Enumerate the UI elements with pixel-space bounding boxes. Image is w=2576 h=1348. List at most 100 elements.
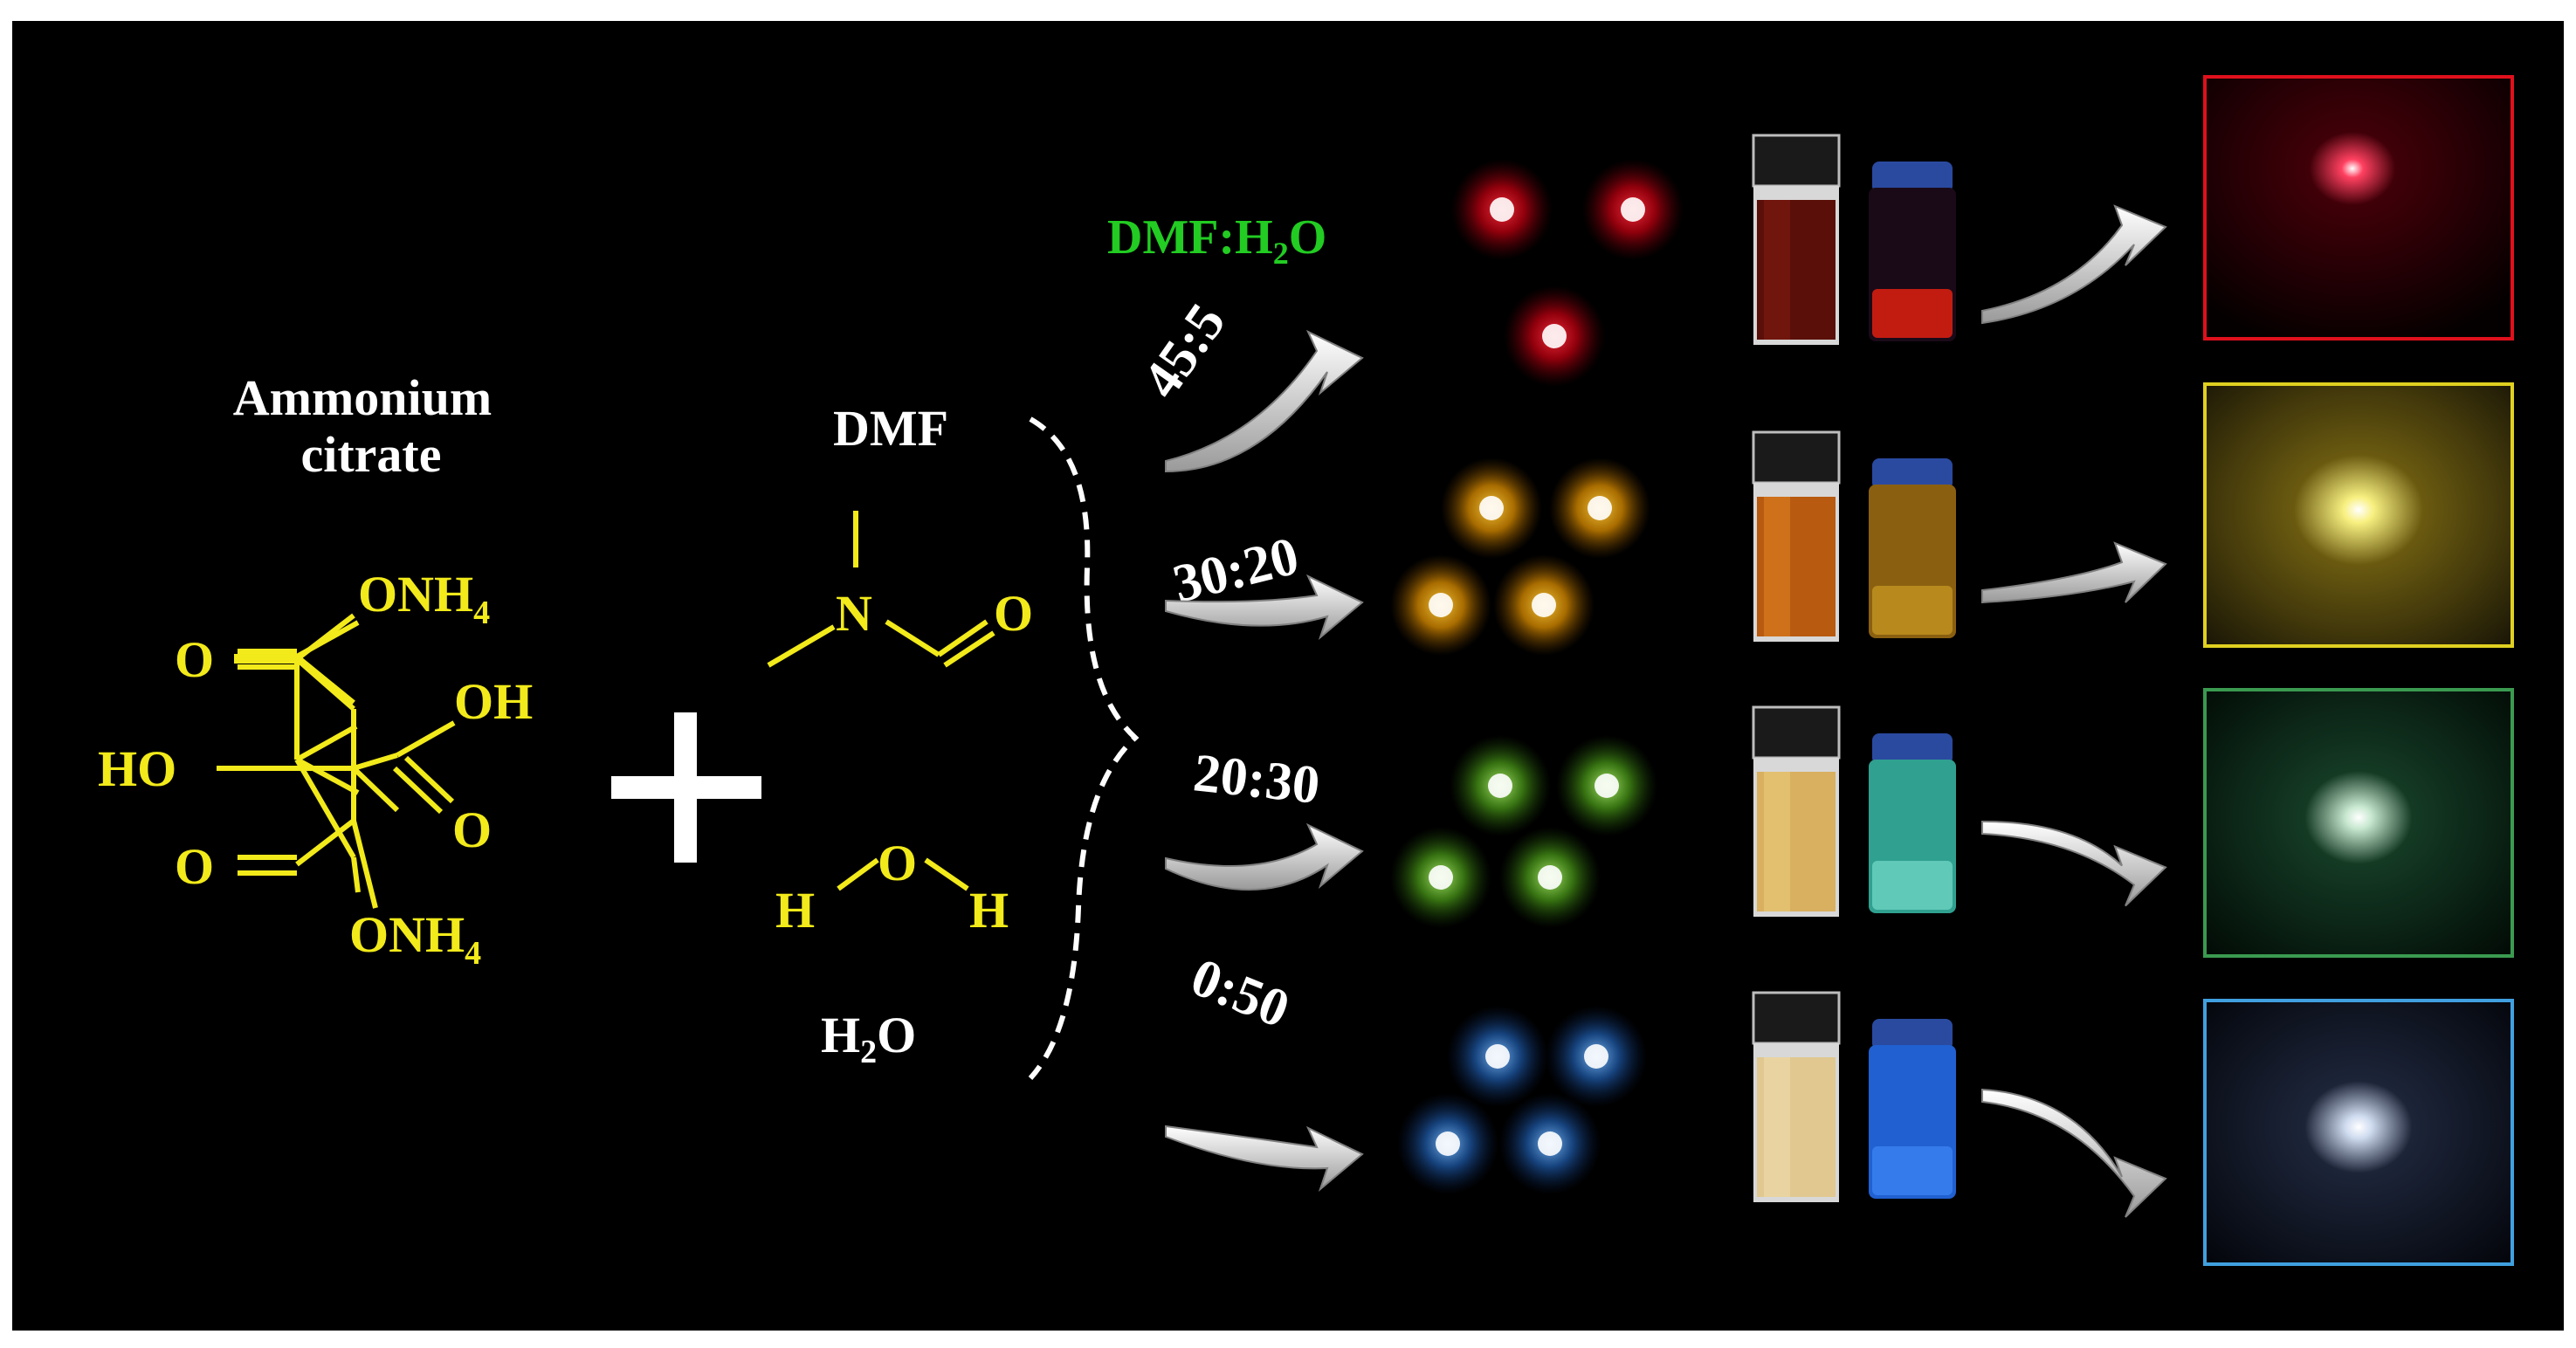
citrate-bonds <box>217 613 456 909</box>
vial-daylight <box>1752 134 1841 345</box>
led-photo <box>2203 688 2514 958</box>
water-label-o: O <box>877 1007 916 1063</box>
uv-vial-glow <box>1872 586 1953 635</box>
atom-ho: HO <box>98 740 176 797</box>
water-o: O <box>878 835 917 891</box>
water-label: H2O <box>821 1007 916 1070</box>
glowing-dot-core <box>1538 865 1562 890</box>
process-arrow <box>1165 822 1364 891</box>
process-arrow <box>1165 1124 1364 1193</box>
vial-daylight <box>1752 991 1841 1202</box>
ratio-row-2: 30:20 <box>1165 382 2514 656</box>
glowing-dot-core <box>1542 324 1567 348</box>
vial-uv <box>1869 1019 1956 1199</box>
glowing-dot-core <box>1490 197 1514 222</box>
citrate-structure <box>234 620 361 893</box>
process-arrow <box>1165 574 1364 641</box>
bond <box>295 757 360 795</box>
uv-vial-cap <box>1872 458 1953 490</box>
ratio-title: DMF:H2O <box>1107 210 1326 271</box>
led-photo <box>2203 382 2514 648</box>
result-arrow <box>1981 1088 2167 1218</box>
atom-o-mid: O <box>452 801 492 858</box>
atom-onh-top-sub: 4 <box>473 595 490 631</box>
led-photo <box>2203 999 2514 1266</box>
led-photo-frame <box>2203 382 2514 648</box>
water-h-left: H <box>775 882 815 939</box>
glowing-dot-core <box>1479 496 1504 520</box>
water-structure <box>837 857 969 891</box>
led-photo-frame <box>2203 999 2514 1266</box>
vial-cap <box>1752 705 1841 760</box>
dmf-structure <box>767 511 995 668</box>
bond <box>294 758 356 859</box>
ratio-title-sub: 2 <box>1273 236 1289 271</box>
result-arrow <box>1981 204 2167 325</box>
result-arrow <box>1981 820 2167 907</box>
result-arrow <box>1981 541 2167 604</box>
ratio-title-suffix: O <box>1289 210 1327 265</box>
glowing-dot-core <box>1436 1131 1460 1156</box>
atom-oh: OH <box>454 673 533 730</box>
ratio-row-1: 45:5 <box>1132 75 2514 473</box>
uv-vial-cap <box>1872 733 1953 765</box>
led-photo <box>2203 75 2514 340</box>
citrate-atoms: O ONH4 OH HO O O ONH4 <box>98 566 533 972</box>
reactant-name-line1: Ammonium <box>233 369 492 426</box>
led-photo-frame <box>2203 75 2514 340</box>
dmf-n: N <box>836 585 872 642</box>
vial-daylight <box>1752 705 1841 917</box>
vial-liquid-highlight <box>1764 1057 1790 1197</box>
bond <box>351 856 361 893</box>
vial-uv <box>1869 458 1956 638</box>
atom-o-bottom: O <box>175 838 214 895</box>
led-photo-image <box>2205 384 2512 646</box>
reactant-name-line2: citrate <box>301 426 442 483</box>
atom-onh-bottom-sub: 4 <box>465 935 481 972</box>
uv-vial-cap <box>1872 1019 1953 1050</box>
led-photo-image <box>2205 1001 2512 1264</box>
uv-vial-cap <box>1872 162 1953 193</box>
bond <box>295 724 358 762</box>
glowing-dot-core <box>1621 197 1645 222</box>
vial-liquid-highlight <box>1764 772 1790 911</box>
plus-sign <box>611 712 761 863</box>
ratio-rows: 45:530:20 20:30 0:50 <box>1132 75 2514 1266</box>
atom-onh-top: ONH <box>358 566 473 622</box>
led-photo-image <box>2205 77 2512 339</box>
water-h-right: H <box>969 882 1009 939</box>
atom-o-top: O <box>175 631 214 688</box>
glowing-dot-core <box>1429 593 1453 617</box>
vial-uv <box>1869 162 1956 341</box>
dmf-label: DMF <box>833 400 948 457</box>
water-label-sub: 2 <box>860 1034 877 1070</box>
atom-onh4-bottom: ONH4 <box>349 906 481 972</box>
vial-uv <box>1869 733 1956 913</box>
atom-onh4-top: ONH4 <box>358 566 490 631</box>
glowing-dot-core <box>1588 496 1612 520</box>
vial-cap <box>1752 134 1841 188</box>
uv-vial-glow <box>1872 861 1953 910</box>
uv-vial-glow <box>1872 289 1953 338</box>
glowing-dot-core <box>1538 1131 1562 1156</box>
led-photo-frame <box>2203 688 2514 958</box>
vial-cap <box>1752 430 1841 485</box>
water-label-h: H <box>821 1007 860 1063</box>
vial-daylight <box>1752 430 1841 642</box>
vial-liquid-highlight <box>1764 497 1790 636</box>
atom-onh-bottom: ONH <box>349 906 465 963</box>
dmf-o: O <box>994 585 1033 642</box>
uv-vial-glow <box>1872 1146 1953 1195</box>
glowing-dot-core <box>1485 1044 1510 1069</box>
ratio-row-4: 0:50 <box>1165 947 2514 1266</box>
led-photo-image <box>2205 690 2512 956</box>
process-arrow <box>1165 329 1364 473</box>
glowing-dot-core <box>1584 1044 1608 1069</box>
ratio-row-3: 20:30 <box>1165 688 2514 958</box>
vial-cap <box>1752 991 1841 1045</box>
ratio-label: 20:30 <box>1191 743 1323 815</box>
vial-liquid-highlight <box>1764 200 1790 340</box>
glowing-dot-core <box>1532 593 1556 617</box>
